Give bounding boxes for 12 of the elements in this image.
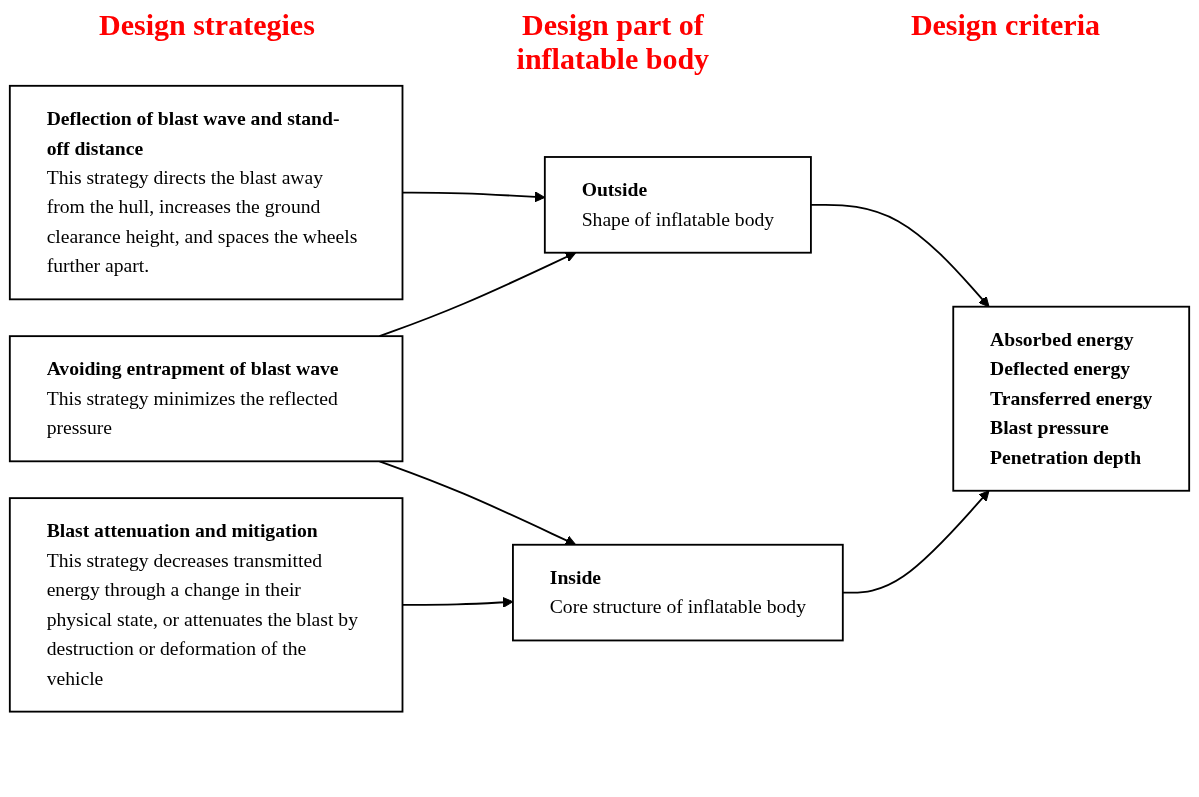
node-box: Blast attenuation and mitigation This strategy decreases transmitted energy through a change in their physical state, or attenuates the blast by destruction or deformation of the vehicle <box>8 497 404 713</box>
node-box: Avoiding entrapment of blast wave This strategy minimizes the reflected pressure <box>8 335 404 463</box>
column-heading: Design strategies <box>99 8 315 43</box>
arrow <box>810 203 990 308</box>
node-box: Outside Shape of inflatable body <box>543 156 812 254</box>
arrow <box>378 460 577 546</box>
node-box: Deflection of blast wave and stand-off distance This strategy directs the blast away from the hull, increases the ground clearance height, and spaces the wheels further apart. <box>8 84 404 301</box>
node-box: Inside Core structure of inflatable body <box>512 543 844 642</box>
arrow <box>378 251 577 338</box>
column-heading: Design criteria <box>910 8 1100 43</box>
column-heading: Design part of inflatable body <box>515 8 711 76</box>
node-box: Absorbed energy Deflected energy Transferred energy Blast pressure Penetration depth <box>952 305 1191 492</box>
